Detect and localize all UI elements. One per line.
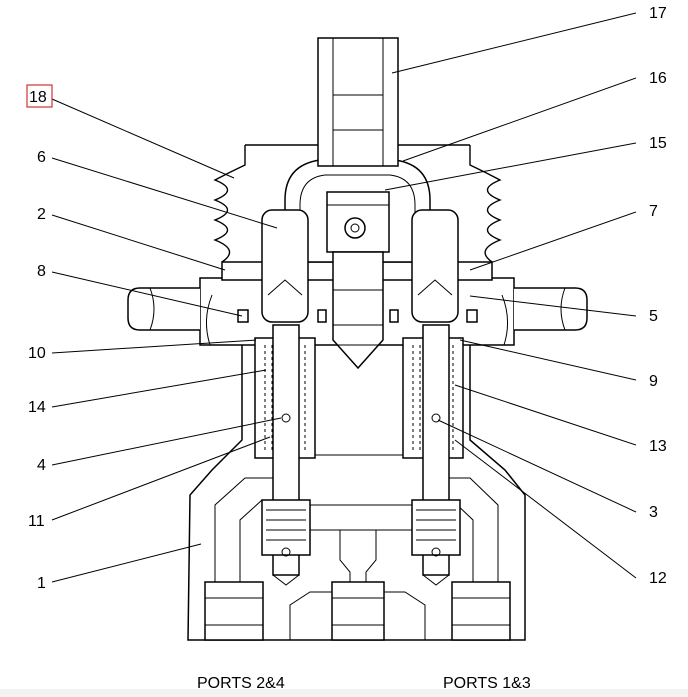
callout-16: 16	[649, 70, 667, 87]
callout-11: 11	[28, 513, 45, 530]
bottom-strip	[0, 689, 688, 697]
callout-7: 7	[649, 203, 658, 220]
callout-9: 9	[649, 373, 658, 390]
rubber-boot	[213, 145, 246, 263]
leader-lines	[51, 12, 637, 583]
callout-3: 3	[649, 504, 658, 521]
callout-8: 8	[37, 263, 46, 280]
callout-10: 10	[28, 345, 46, 362]
callout-1: 1	[37, 575, 46, 592]
control-shaft	[317, 37, 399, 167]
port-fitting-center	[331, 581, 385, 641]
port-fitting-left	[204, 581, 264, 641]
callout-12: 12	[649, 570, 667, 587]
callout-4: 4	[37, 457, 46, 474]
callout-15: 15	[649, 135, 667, 152]
callout-14: 14	[28, 399, 46, 416]
spool-land-right	[411, 499, 461, 556]
port-labels: PORTS 2&4 PORTS 1&3	[197, 675, 531, 692]
highlight-box	[26, 84, 53, 108]
ports-right-label: PORTS 1&3	[443, 675, 531, 692]
callout-2: 2	[37, 206, 46, 223]
valve-assembly-drawing	[127, 37, 588, 641]
mounting-ear-right	[514, 287, 588, 331]
plunger-right	[411, 209, 459, 323]
callout-13: 13	[649, 438, 667, 455]
callout-6: 6	[37, 149, 46, 166]
callout-labels: 17 16 15 7 5 9 13 3 12 18 6 2 8 10 14 4 …	[26, 5, 667, 592]
mounting-ear-left	[127, 287, 200, 331]
ports-left-label: PORTS 2&4	[197, 675, 285, 692]
plunger-left	[261, 209, 309, 323]
port-fitting-right	[451, 581, 511, 641]
o-ring-left	[237, 309, 249, 323]
spool-land-left	[261, 499, 311, 556]
callout-18: 18	[29, 89, 47, 106]
callout-5: 5	[649, 308, 658, 325]
callout-17: 17	[649, 5, 667, 22]
o-ring-right	[466, 309, 478, 323]
